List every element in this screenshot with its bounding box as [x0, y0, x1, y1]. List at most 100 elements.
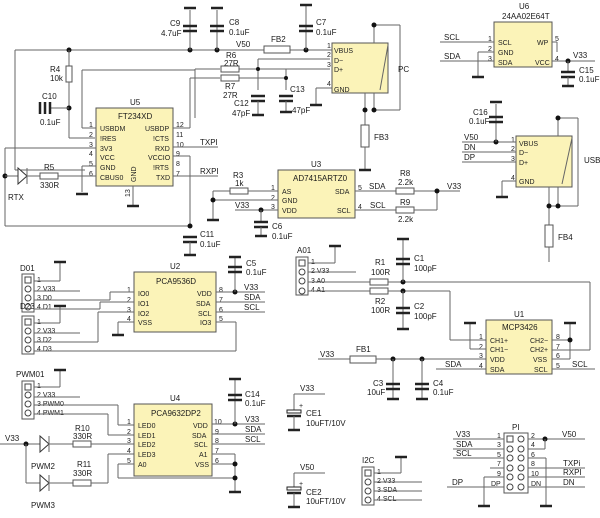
- pwm-leds: V33 R10 330R PWM2 R11 330R PWM3: [0, 424, 134, 510]
- r5-value: 330R: [40, 181, 59, 190]
- u4-pin-led3: LED3: [138, 452, 156, 459]
- header-d01: D01 1 2 V33 3 D0 4 D1: [20, 260, 111, 313]
- fb3-ref: FB3: [374, 133, 389, 142]
- u2-pin-io1: IO1: [138, 301, 149, 308]
- u3-net-v33: V33: [235, 201, 250, 210]
- u6-pin-vcc: VCC: [535, 60, 550, 67]
- u4-pin-led0: LED0: [138, 423, 156, 430]
- u1-pin-num: 8: [556, 334, 560, 341]
- u1-net-scl: SCL: [572, 360, 588, 369]
- u5-right-pins: USBDP !CTS RXD VCCIO !RTS TXD 12 11 10 9…: [145, 122, 184, 182]
- u3-pin-vdd: VDD: [282, 208, 297, 215]
- r8-value: 2.2k: [398, 178, 414, 187]
- net-label-rxpi: RXPI: [200, 167, 219, 176]
- r3-value: 1k: [235, 179, 244, 188]
- c14-value: 0.1uF: [245, 399, 266, 408]
- fb1-ref: FB1: [356, 345, 371, 354]
- u5-pin-vcc: VCC: [100, 155, 115, 162]
- usb-pin-num: 3: [511, 156, 515, 163]
- u6-pin-scl: SCL: [498, 40, 512, 47]
- pc-pin-num: 3: [327, 62, 331, 69]
- usb-pin-num: 4: [511, 175, 515, 182]
- u3-pin-sda: SDA: [335, 189, 350, 196]
- u6-net-sda: SDA: [444, 52, 461, 61]
- usb-pin-dminus: D−: [519, 150, 528, 157]
- u5-pin-gnd-bottom: GND: [131, 166, 138, 182]
- u1-pin-ch2p: CH2+: [530, 347, 548, 354]
- c11-ref: C11: [200, 230, 215, 239]
- ce1-ref: CE1: [306, 409, 322, 418]
- r6-ref: R6: [226, 51, 237, 60]
- c5-ref: C5: [246, 259, 257, 268]
- r5-ref: R5: [44, 163, 55, 172]
- r6-value: 27R: [224, 59, 239, 68]
- usb-net-dn: DN: [464, 143, 476, 152]
- pc-pin-num: 2: [327, 52, 331, 59]
- r2-value: 100R: [371, 306, 390, 315]
- u4-pin-num: 6: [215, 458, 219, 465]
- ce2-value: 10uFT/10V: [306, 497, 346, 506]
- d23-pin: 4 D3: [37, 346, 52, 353]
- i2c-ref: I2C: [362, 456, 375, 465]
- u4-part: PCA9632DP2: [151, 409, 201, 418]
- u4-pin-led1: LED1: [138, 433, 156, 440]
- chip-u4: U4 PCA9632DP2 LED0 LED1 LED2 LED3 A0 1 2…: [117, 377, 266, 494]
- net-label-v50: V50: [236, 40, 251, 49]
- u5-pin-3v3: 3V3: [100, 146, 113, 153]
- c9-value: 4.7uF: [161, 29, 182, 38]
- u5-pin-num: 6: [89, 171, 93, 178]
- d01-pin: 2 V33: [37, 286, 55, 293]
- u4-net-sda: SDA: [245, 425, 262, 434]
- u4-net-v33: V33: [245, 415, 260, 424]
- u1-net-sda: SDA: [445, 360, 462, 369]
- rtx-ref: RTX: [8, 193, 25, 202]
- r1-value: 100R: [371, 268, 390, 277]
- pwm01-pin: 2 V33: [37, 392, 55, 399]
- pi-pin-num: 5: [497, 452, 501, 459]
- u4-pin-sda: SDA: [192, 433, 207, 440]
- pc-usb-connector: 1 2 3 4 VBUS D− D+ GND PC: [310, 22, 409, 125]
- u2-ref: U2: [170, 262, 181, 271]
- c15-ref: C15: [579, 66, 594, 75]
- c6-value: 0.1uF: [272, 232, 293, 241]
- c11-value: 0.1uF: [200, 240, 221, 249]
- r11-value: 330R: [73, 469, 92, 478]
- usb-net-dp: DP: [464, 153, 475, 162]
- chip-u3: U3 AD7415ARTZ0 AS GND VDD 1 2 3 SDA SCL …: [207, 160, 462, 241]
- u4-pin-led2: LED2: [138, 442, 156, 449]
- pi-net-rxpi: RXPI: [563, 468, 582, 477]
- c4-ref: C4: [433, 379, 444, 388]
- u2-pin-num: 3: [127, 307, 131, 314]
- pi-pin-num: 3: [497, 442, 501, 449]
- u1-pin-num: 5: [556, 363, 560, 370]
- ferrite-fb2: FB2: [263, 35, 291, 54]
- u1-pin-num: 6: [556, 353, 560, 360]
- c3-value: 10uF: [367, 388, 385, 397]
- u2-pin-num: 2: [127, 297, 131, 304]
- u4-pin-a1: A1: [199, 452, 208, 459]
- d01-pin: 4 D1: [37, 304, 52, 311]
- d01-ref: D01: [20, 264, 35, 273]
- u5-ref: U5: [130, 98, 141, 107]
- usb-net-v50: V50: [464, 133, 479, 142]
- c15-value: 0.1uF: [579, 75, 600, 84]
- r4-value: 10k: [50, 74, 64, 83]
- u6-pin-num: 5: [555, 36, 559, 43]
- u1-pin-num: 3: [479, 353, 483, 360]
- u5-pin-num: 4: [89, 151, 93, 158]
- r9-value: 2.2k: [398, 215, 414, 224]
- pi-pin-num: 9: [497, 471, 501, 478]
- r4-c10-reset: R4 10k C10 0.1uF: [38, 50, 95, 139]
- usb-pin-num: 2: [511, 146, 515, 153]
- r9-ref: R9: [400, 198, 411, 207]
- ce1-value: 10uFT/10V: [306, 419, 346, 428]
- r3-ref: R3: [233, 171, 244, 180]
- c2-ref: C2: [414, 302, 425, 311]
- d23-pin: 2 V33: [37, 328, 55, 335]
- led-net-v33: V33: [5, 434, 20, 443]
- cap-ce1: V33 + CE1 10uFT/10V: [286, 384, 346, 432]
- c6-ref: C6: [272, 222, 283, 231]
- c8-value: 0.1uF: [229, 28, 250, 37]
- u1-ref: U1: [514, 310, 525, 319]
